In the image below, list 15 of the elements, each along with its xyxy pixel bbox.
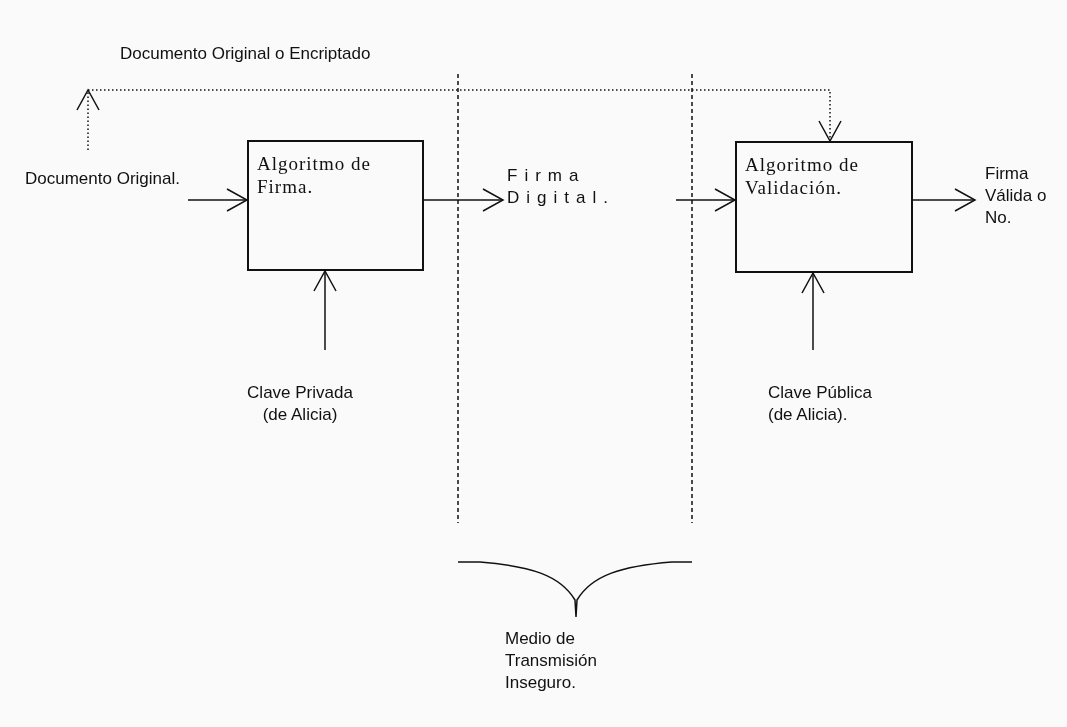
node-label: Firma Digital. — [507, 165, 616, 209]
box-label: Algoritmo de Firma. — [257, 152, 372, 198]
node-label: Documento Original. — [25, 168, 181, 190]
box-label: Algoritmo de Validación. — [745, 153, 860, 199]
arrow — [801, 272, 825, 351]
arrow — [675, 188, 736, 212]
arrow — [187, 188, 248, 212]
node-label: Clave Pública (de Alicia). — [768, 382, 873, 426]
node-label: Clave Privada (de Alicia) — [246, 382, 354, 426]
node-label: Firma Válida o No. — [985, 163, 1048, 229]
arrow — [423, 188, 504, 212]
process-box — [247, 140, 424, 271]
arrow — [313, 270, 337, 351]
arrow — [912, 188, 976, 212]
process-box — [735, 141, 913, 273]
